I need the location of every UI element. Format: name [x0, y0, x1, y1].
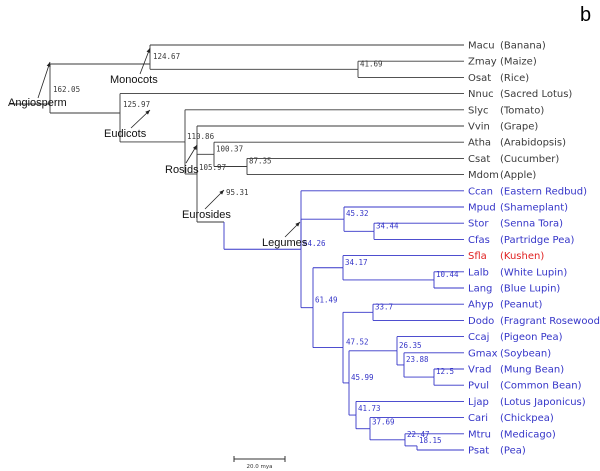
- taxon-code: Ljap: [468, 397, 489, 408]
- clade-label-eudicots: Eudicots: [104, 128, 147, 140]
- clade-arrowhead: [219, 190, 224, 195]
- taxon-code: Pvul: [468, 381, 489, 392]
- taxon-common-name: (Medicago): [500, 429, 556, 440]
- taxon-code: Lalb: [468, 267, 489, 278]
- taxon-code: Psat: [468, 446, 489, 457]
- taxon-common-name: (Arabidopsis): [500, 138, 566, 149]
- taxon-code: Ccaj: [468, 332, 489, 343]
- clade-arrowhead: [192, 145, 197, 150]
- node-age-label: 12.5: [436, 367, 454, 376]
- taxon-code: Cari: [468, 413, 488, 424]
- taxon-common-name: (Apple): [500, 170, 536, 181]
- node-age-label: 105.97: [199, 163, 226, 172]
- node-age-label: 18.15: [419, 436, 442, 445]
- taxon-code: Mdom: [468, 170, 499, 181]
- node-age-label: 87.35: [249, 157, 272, 166]
- node-age-labels: 162.05 124.67 41.69 125.97 110.86 105.97 100.3…: [53, 52, 459, 445]
- taxon-code: Cfas: [468, 235, 490, 246]
- taxon-common-name: (Tomato): [500, 105, 544, 116]
- node-age-label: 162.05: [53, 85, 80, 94]
- taxon-code: Slyc: [468, 105, 489, 116]
- taxon-code: Csat: [468, 154, 490, 165]
- taxon-common-name: (Mung Bean): [500, 365, 564, 376]
- taxon-code: Zmay: [468, 57, 497, 68]
- node-age-label: 26.35: [399, 341, 422, 350]
- node-age-label: 34.17: [345, 258, 368, 267]
- clade-label-eurosides: Eurosides: [182, 209, 231, 221]
- node-age-label: 100.37: [216, 144, 243, 153]
- node-age-label: 125.97: [123, 100, 150, 109]
- taxon-common-name: (Cucumber): [500, 154, 559, 165]
- taxon-common-name: (Blue Lupin): [500, 284, 560, 295]
- taxon-common-name: (Maize): [500, 57, 537, 68]
- clade-label-legumes: Legumes: [262, 237, 308, 249]
- taxon-common-name: (Shameplant): [500, 203, 568, 214]
- scale-bar: 20.0 mya: [233, 456, 286, 470]
- node-age-label: 41.73: [358, 404, 381, 413]
- node-age-label: 124.67: [153, 52, 180, 61]
- clade-label-monocots: Monocots: [110, 74, 158, 86]
- clade-label-rosids: Rosids: [165, 164, 199, 176]
- taxon-common-name: (Rice): [500, 73, 529, 84]
- taxon-code: Lang: [468, 284, 492, 295]
- taxon-common-name: (Lotus Japonicus): [500, 397, 586, 408]
- node-age-label: 10.44: [436, 270, 459, 279]
- clade-arrowhead: [146, 48, 151, 53]
- taxon-labels: Macu (Banana)Zmay(Maize) Osat (Rice) Nnuc (Sa…: [468, 41, 600, 457]
- taxon-code: Atha: [468, 138, 491, 149]
- node-age-label: 33.7: [375, 302, 393, 311]
- clade-arrowhead: [295, 222, 300, 227]
- taxon-code: Mtru: [468, 429, 491, 440]
- node-age-label: 34.44: [376, 221, 399, 230]
- node-age-label: 61.49: [315, 296, 338, 305]
- taxon-common-name: (Pea): [500, 446, 526, 457]
- taxon-code: Mpud: [468, 203, 496, 214]
- node-age-label: 23.88: [406, 355, 429, 364]
- taxon-common-name: (Chickpea): [500, 413, 554, 424]
- clade-arrowhead: [145, 110, 150, 115]
- node-age-label: 95.31: [226, 188, 249, 197]
- taxon-code: Stor: [468, 219, 489, 230]
- node-age-label: 110.86: [187, 132, 215, 141]
- node-age-label: 64.26: [303, 239, 326, 248]
- taxon-common-name: (Grape): [500, 122, 538, 133]
- taxon-common-name: (Senna Tora): [500, 219, 563, 230]
- taxon-code: Dodo: [468, 316, 494, 327]
- scale-bar-label: 20.0 mya: [247, 464, 273, 470]
- taxon-code: Vrad: [468, 365, 491, 376]
- taxon-common-name: (Partridge Pea): [500, 235, 575, 246]
- node-age-label: 22.47: [407, 430, 430, 439]
- node-age-label: 37.69: [372, 418, 395, 427]
- taxon-common-name: (Sacred Lotus): [500, 89, 572, 100]
- taxon-code: Gmax: [468, 348, 498, 359]
- tree-branches: [10, 44, 464, 451]
- panel-letter: b: [580, 4, 592, 26]
- node-age-label: 45.32: [346, 209, 369, 218]
- taxon-code: Osat: [468, 73, 491, 84]
- taxon-code: Nnuc: [468, 89, 494, 100]
- clade-label-angiosperm: Angiosperm: [8, 97, 67, 109]
- clade-labels: Angiosperm MonocotsEudicotsRosidsEuroside…: [8, 47, 308, 249]
- node-age-label: 47.52: [346, 338, 369, 347]
- taxon-code: Vvin: [468, 122, 490, 133]
- taxon-code: Macu: [468, 41, 495, 52]
- clade-arrow: [37, 61, 51, 99]
- taxon-common-name: (Kushen): [500, 251, 544, 262]
- clade-arrowhead: [46, 62, 51, 67]
- taxon-code: Ccan: [468, 186, 493, 197]
- taxon-common-name: (Soybean): [500, 348, 551, 359]
- taxon-common-name: (Common Bean): [500, 381, 582, 392]
- taxon-common-name: (Peanut): [500, 300, 542, 311]
- taxon-common-name: (White Lupin): [500, 267, 567, 278]
- taxon-common-name: (Banana): [500, 41, 546, 52]
- taxon-code: Sfla: [468, 251, 487, 262]
- clade-arrow: [139, 47, 151, 75]
- node-age-label: 45.99: [351, 373, 374, 382]
- taxon-common-name: (Pigeon Pea): [500, 332, 563, 343]
- node-age-label: 41.69: [360, 59, 383, 68]
- taxon-common-name: (Eastern Redbud): [500, 186, 587, 197]
- taxon-common-name: (Fragrant Rosewood): [500, 316, 600, 327]
- taxon-code: Ahyp: [468, 300, 493, 311]
